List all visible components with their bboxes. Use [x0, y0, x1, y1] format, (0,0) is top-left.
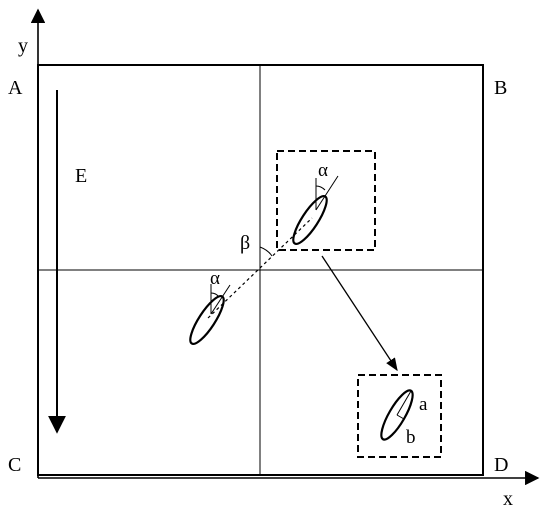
- beta-angle-arc: [259, 246, 273, 257]
- semi-minor-axis-line: [396, 414, 405, 420]
- upper-ellipse-group: [292, 175, 339, 245]
- x-axis-label: x: [503, 488, 513, 510]
- zoom-arrow: [321, 255, 398, 372]
- upper-ellipse: [292, 195, 328, 245]
- detail-dashed-box: [357, 374, 442, 458]
- y-axis-label: y: [18, 35, 28, 57]
- corner-c-label: C: [8, 454, 21, 476]
- corner-a-label: A: [8, 77, 23, 99]
- semi-axis-b-label: b: [406, 427, 416, 448]
- detail-ellipse-group: [380, 389, 414, 441]
- corner-d-label: D: [494, 454, 508, 476]
- corner-b-label: B: [494, 77, 507, 99]
- upper-dashed-box: [276, 150, 376, 251]
- upper-alpha-arc: [315, 185, 326, 191]
- semi-major-axis-line: [396, 390, 412, 416]
- field-e-label: E: [75, 165, 87, 187]
- lower-alpha-arc: [210, 292, 220, 298]
- alpha-label-upper: α: [318, 160, 328, 181]
- alpha-label-lower: α: [210, 268, 220, 289]
- lower-major-axis-line: [210, 284, 231, 315]
- lower-ellipse-group: [189, 284, 231, 345]
- upper-major-axis-line: [315, 175, 339, 211]
- semi-axis-a-label: a: [419, 394, 428, 415]
- lower-ellipse: [189, 295, 225, 345]
- beta-label: β: [240, 232, 250, 254]
